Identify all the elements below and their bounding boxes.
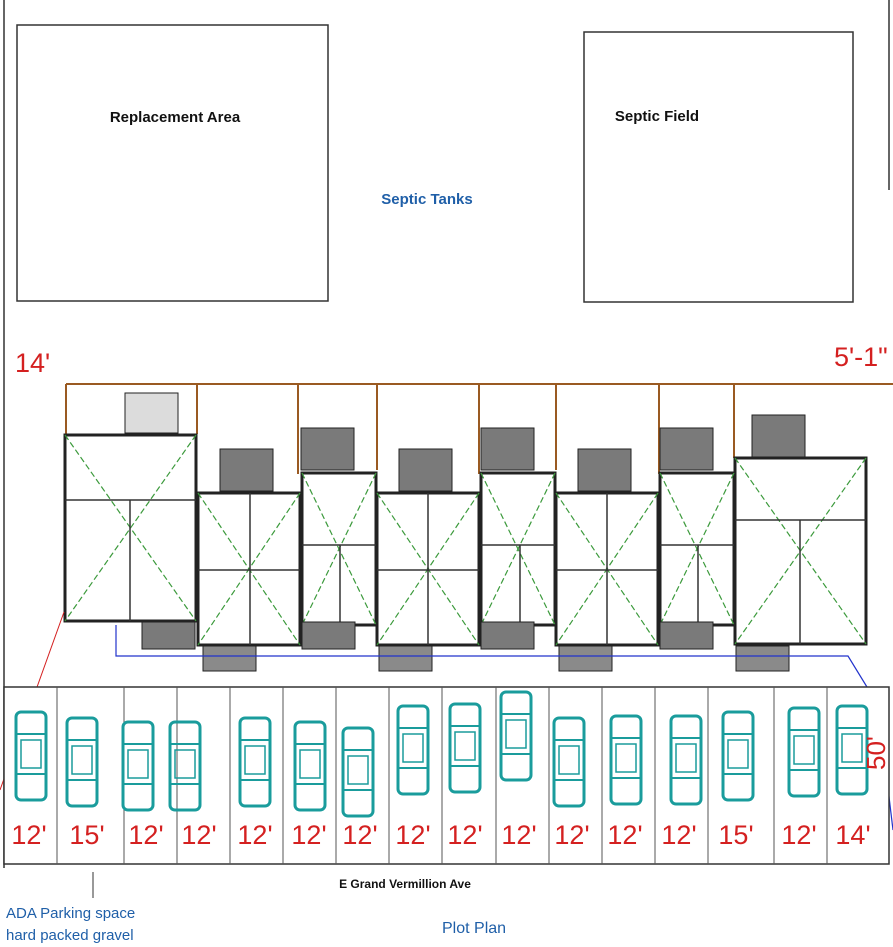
interior-walls: [65, 493, 866, 645]
parked-car: [14, 710, 48, 802]
replacement-area-label: Replacement Area: [110, 109, 241, 126]
parked-cars: [14, 690, 869, 818]
parking-width-label: 14': [835, 820, 870, 850]
right-setback-dimension: 5'-1": [834, 342, 888, 372]
parked-car: [835, 704, 869, 796]
parking-width-label: 15': [69, 820, 104, 850]
parking-width-label: 12': [447, 820, 482, 850]
parking-width-label: 12': [554, 820, 589, 850]
parking-width-labels: 12' 15' 12' 12' 12' 12' 12' 12' 12' 12' 12' 12' 12' 1…: [11, 820, 870, 850]
front-pads: [141, 621, 790, 672]
parked-car: [499, 690, 533, 782]
plot-plan-title: Plot Plan: [442, 920, 507, 937]
parking-width-label: 15': [718, 820, 753, 850]
parking-width-label: 12': [11, 820, 46, 850]
parked-car: [396, 704, 430, 796]
parked-car: [293, 720, 327, 812]
parking-width-label: 12': [237, 820, 272, 850]
roof-lines: [64, 434, 867, 646]
street-name: E Grand Vermillion Ave: [339, 877, 471, 891]
parking-width-label: 12': [781, 820, 816, 850]
parked-car: [552, 716, 586, 808]
ada-parking-note-line2: hard packed gravel: [6, 927, 134, 944]
replacement-area-box: [16, 24, 329, 302]
parked-car: [238, 716, 272, 808]
right-edge-dimension: 50': [861, 736, 891, 770]
parking-width-label: 12': [501, 820, 536, 850]
rear-fence: [65, 383, 893, 474]
parking-stalls: [56, 687, 828, 864]
utility-line: [115, 625, 879, 706]
ada-parking-note: ADA Parking space hard packed gravel: [6, 903, 135, 947]
parking-width-label: 12': [128, 820, 163, 850]
parking-width-label: 12': [395, 820, 430, 850]
parked-car: [65, 716, 99, 808]
ada-parking-note-line1: ADA Parking space: [6, 905, 136, 922]
parked-car: [787, 706, 821, 798]
parking-width-label: 12': [661, 820, 696, 850]
parked-car: [609, 714, 643, 806]
parked-car: [121, 720, 155, 812]
left-setback-dimension: 14': [15, 348, 50, 378]
parking-width-label: 12': [607, 820, 642, 850]
parking-width-label: 12': [181, 820, 216, 850]
parked-car: [669, 714, 703, 806]
townhouse-units: [63, 433, 868, 647]
septic-field-label: Septic Field: [615, 108, 699, 125]
parked-car: [168, 720, 202, 812]
hvac-pads: [124, 392, 806, 492]
parking-width-label: 12': [291, 820, 326, 850]
septic-tanks-label: Septic Tanks: [381, 191, 472, 208]
parked-car: [341, 726, 375, 818]
parking-width-label: 12': [342, 820, 377, 850]
parked-car: [448, 702, 482, 794]
parked-car: [721, 710, 755, 802]
septic-field-box: [583, 31, 854, 303]
